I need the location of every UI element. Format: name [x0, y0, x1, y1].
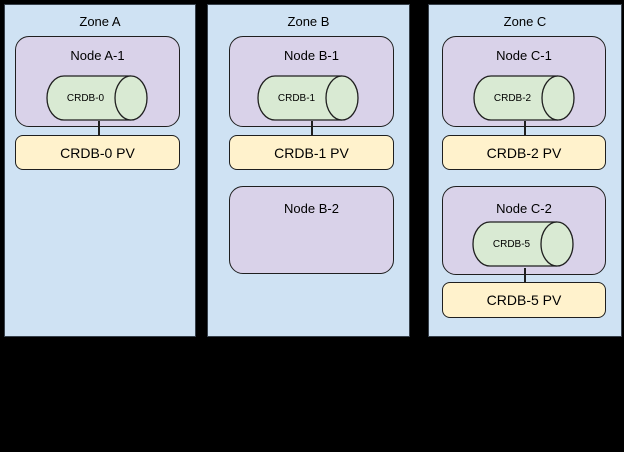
pv-crdb-1-label: CRDB-1 PV	[274, 144, 349, 161]
node-b-1: Node B-1 CRDB-1	[229, 36, 394, 127]
pv-crdb-0-label: CRDB-0 PV	[60, 144, 135, 161]
pod-crdb-0: CRDB-0	[46, 75, 148, 121]
node-c-2: Node C-2 CRDB-5	[442, 186, 606, 275]
node-b-2-label: Node B-2	[284, 201, 339, 216]
cylinder-icon	[257, 75, 359, 121]
zone-b-label: Zone B	[287, 14, 330, 29]
connector-crdb-0-to-pv	[98, 121, 100, 135]
pv-crdb-0: CRDB-0 PV	[15, 135, 180, 170]
cylinder-icon	[46, 75, 148, 121]
pv-crdb-1: CRDB-1 PV	[229, 135, 394, 170]
node-c-1: Node C-1 CRDB-2	[442, 36, 606, 127]
zone-c-label: Zone C	[503, 14, 547, 29]
node-b-2: Node B-2	[229, 186, 394, 274]
zone-a-label: Zone A	[79, 14, 121, 29]
pod-crdb-5-label: CRDB-5	[492, 238, 531, 250]
connector-crdb-1-to-pv	[311, 121, 313, 135]
pod-crdb-1-label: CRDB-1	[277, 92, 316, 104]
node-a-1: Node A-1 CRDB-0	[15, 36, 180, 127]
zone-a-panel: Zone A Node A-1 CRDB-0 CRDB-0 PV	[4, 4, 196, 337]
pod-crdb-1: CRDB-1	[257, 75, 359, 121]
pod-crdb-2: CRDB-2	[473, 75, 575, 121]
cylinder-icon	[473, 75, 575, 121]
zone-c-panel: Zone C Node C-1 CRDB-2 CRDB-2 PV Node C-…	[428, 4, 622, 337]
pv-crdb-2: CRDB-2 PV	[442, 135, 606, 170]
connector-crdb-2-to-pv	[524, 121, 526, 135]
connector-crdb-5-to-pv	[524, 268, 526, 282]
pv-crdb-5-label: CRDB-5 PV	[486, 292, 562, 308]
zone-b-panel: Zone B Node B-1 CRDB-1 CRDB-1 PV Node B-…	[207, 4, 410, 337]
node-c-1-label: Node C-1	[496, 48, 552, 63]
pod-crdb-0-label: CRDB-0	[66, 92, 105, 104]
node-b-1-label: Node B-1	[284, 48, 339, 63]
cylinder-icon	[472, 221, 574, 267]
pod-crdb-2-label: CRDB-2	[493, 92, 532, 104]
node-a-1-label: Node A-1	[70, 48, 125, 63]
pv-crdb-2-label: CRDB-2 PV	[486, 144, 562, 161]
node-c-2-label: Node C-2	[496, 201, 552, 216]
pv-crdb-5: CRDB-5 PV	[442, 282, 606, 318]
pod-crdb-5: CRDB-5	[472, 221, 574, 267]
